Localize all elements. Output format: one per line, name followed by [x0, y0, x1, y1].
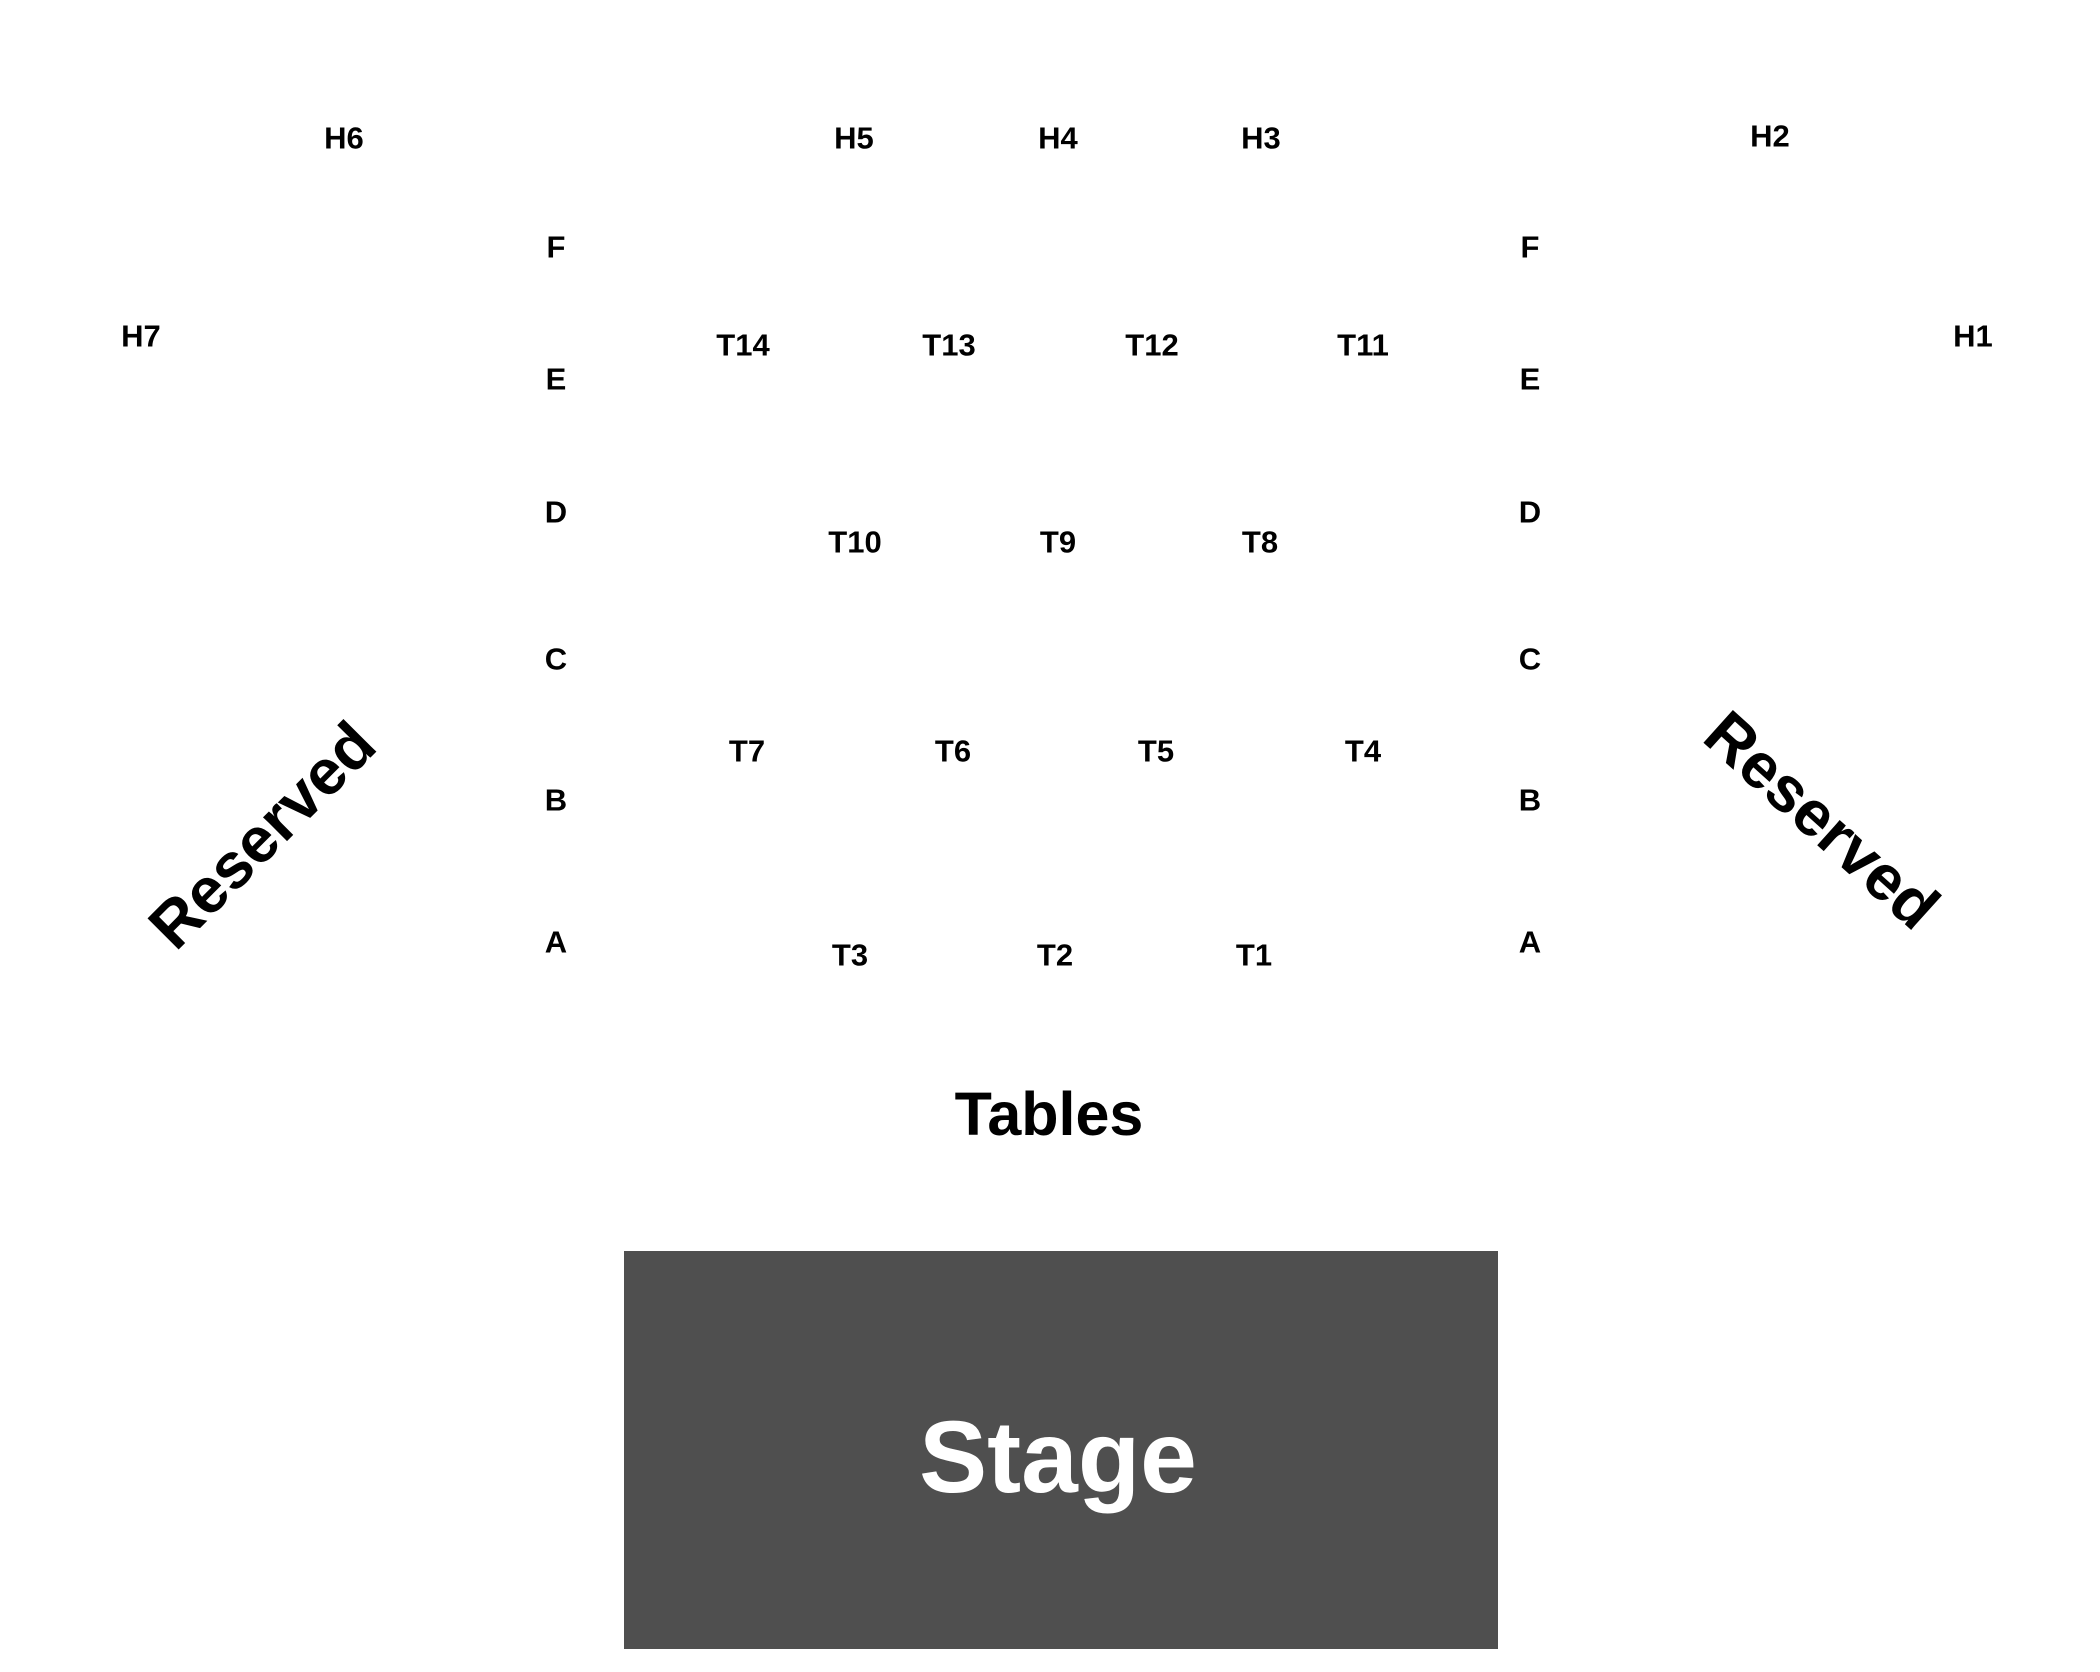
- row-label-left-f[interactable]: F: [547, 230, 566, 265]
- high-top-h4[interactable]: H4: [1038, 121, 1078, 156]
- row-label-right-f[interactable]: F: [1521, 230, 1540, 265]
- table-t10[interactable]: T10: [828, 525, 881, 560]
- table-t11[interactable]: T11: [1337, 328, 1389, 363]
- table-t3[interactable]: T3: [832, 938, 868, 973]
- high-top-h7[interactable]: H7: [121, 319, 161, 354]
- row-label-right-b[interactable]: B: [1519, 783, 1541, 818]
- row-label-right-a[interactable]: A: [1519, 925, 1541, 960]
- row-label-left-e[interactable]: E: [546, 362, 567, 397]
- row-label-right-d[interactable]: D: [1519, 495, 1541, 530]
- high-top-h3[interactable]: H3: [1241, 121, 1281, 156]
- row-label-right-c[interactable]: C: [1519, 642, 1541, 677]
- table-t8[interactable]: T8: [1242, 525, 1278, 560]
- row-label-left-b[interactable]: B: [545, 783, 567, 818]
- table-t6[interactable]: T6: [935, 734, 971, 769]
- row-label-left-c[interactable]: C: [545, 642, 567, 677]
- tables-section-title: Tables: [955, 1080, 1144, 1148]
- table-t12[interactable]: T12: [1125, 328, 1178, 363]
- row-label-left-d[interactable]: D: [545, 495, 567, 530]
- row-label-right-e[interactable]: E: [1520, 362, 1541, 397]
- stage-area: [624, 1251, 1498, 1649]
- row-label-left-a[interactable]: A: [545, 925, 567, 960]
- high-top-h6[interactable]: H6: [324, 121, 364, 156]
- table-t14[interactable]: T14: [716, 328, 770, 363]
- table-t2[interactable]: T2: [1037, 938, 1073, 973]
- table-t4[interactable]: T4: [1345, 734, 1382, 769]
- high-top-h2[interactable]: H2: [1750, 119, 1790, 154]
- table-t13[interactable]: T13: [922, 328, 975, 363]
- table-t1[interactable]: T1: [1236, 938, 1272, 973]
- table-t5[interactable]: T5: [1138, 734, 1174, 769]
- high-top-h1[interactable]: H1: [1953, 319, 1993, 354]
- table-t9[interactable]: T9: [1040, 525, 1076, 560]
- high-top-h5[interactable]: H5: [834, 121, 874, 156]
- table-t7[interactable]: T7: [729, 734, 765, 769]
- stage-label: Stage: [919, 1400, 1197, 1514]
